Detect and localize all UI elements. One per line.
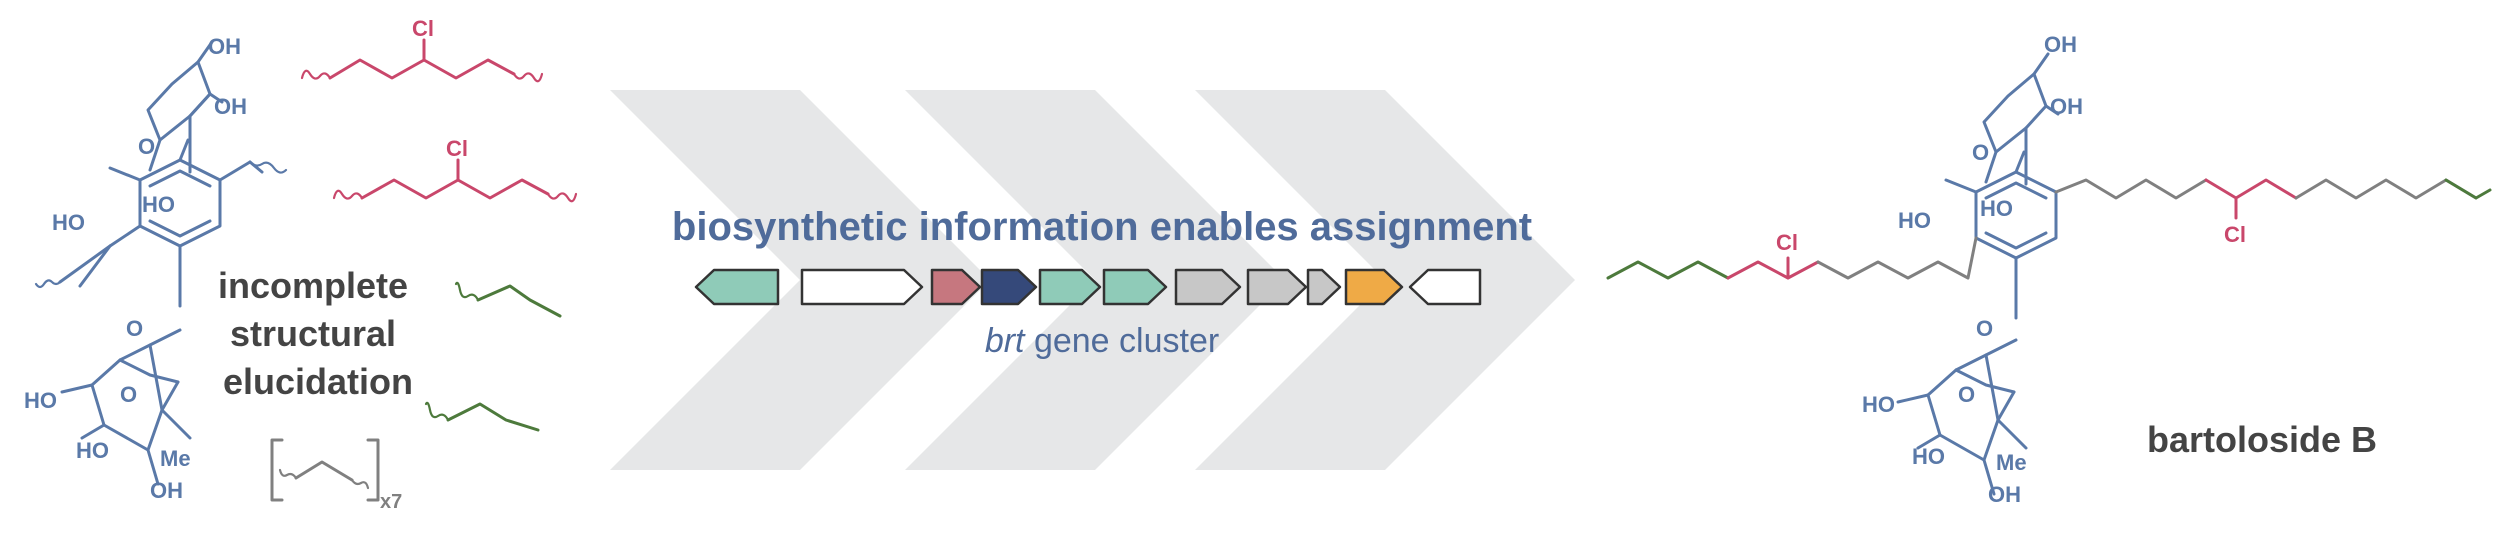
right-core-bonds — [1896, 52, 2060, 496]
left-bottom-ho-1: HO — [24, 388, 57, 413]
right-top-oh-1: OH — [2044, 32, 2077, 57]
gene-arrow — [1174, 268, 1242, 306]
chevron-2 — [905, 90, 1285, 470]
right-left-chain — [1606, 236, 1978, 280]
left-caption-line-2: structural — [230, 313, 396, 354]
gene-arrow — [1306, 268, 1342, 306]
left-caption-line-3: elucidation — [223, 361, 413, 402]
left-caption-line-1: incomplete — [218, 265, 408, 306]
left-ring-ho-2: HO — [142, 192, 175, 217]
gene-arrow — [694, 268, 780, 306]
right-bottom-ho-2: HO — [1912, 444, 1945, 469]
left-top-oh-2: OH — [214, 94, 247, 119]
left-alkyl-fragments — [446, 284, 562, 432]
right-bottom-ho-1: HO — [1862, 392, 1895, 417]
left-cl-1: Cl — [412, 16, 434, 41]
right-right-chain — [2054, 178, 2492, 220]
right-cl-1: Cl — [1776, 230, 1798, 255]
center-headline: biosynthetic information enables assignm… — [672, 205, 1532, 249]
left-repeat-unit — [270, 438, 380, 502]
right-top-ring-o: O — [1972, 140, 1989, 165]
left-top-ring-o: O — [138, 134, 155, 159]
gene-arrow — [1246, 268, 1308, 306]
left-alkyl-wavy-ends — [424, 281, 480, 422]
left-ring-ho-1: HO — [52, 210, 85, 235]
gene-arrow — [1102, 268, 1168, 306]
right-top-oh-2: OH — [2050, 94, 2083, 119]
left-caption: incomplete structural elucidation — [218, 265, 418, 402]
chevron-1 — [610, 90, 990, 470]
left-bottom-ring-o: O — [120, 382, 137, 407]
left-chloro-fragments — [328, 38, 550, 200]
left-core-wavy-ends — [34, 160, 288, 289]
gene-arrow — [800, 268, 924, 306]
compound-name: bartoloside B — [2147, 419, 2377, 460]
left-link-o: O — [126, 316, 143, 341]
right-structure — [1606, 52, 2492, 496]
left-atom-labels: OH OH O HO HO O O HO HO Me OH Cl Cl x7 — [24, 16, 468, 513]
left-cl-2: Cl — [446, 136, 468, 161]
left-structure — [34, 38, 578, 502]
gene-arrow — [1038, 268, 1102, 306]
gene-arrow — [1408, 268, 1482, 306]
left-top-oh-1: OH — [208, 34, 241, 59]
gene-cluster-caption: brt gene cluster — [985, 322, 1219, 360]
right-ring-ho-2: HO — [1980, 196, 2013, 221]
left-repeat-multiplier: x7 — [380, 491, 402, 513]
right-bottom-ring-o: O — [1958, 382, 1975, 407]
gene-cluster — [694, 268, 1482, 306]
left-bottom-oh: OH — [150, 478, 183, 503]
left-me: Me — [160, 446, 191, 471]
gene-cluster-suffix: gene cluster — [1025, 322, 1220, 360]
right-bottom-oh: OH — [1988, 482, 2021, 507]
gene-cluster-name: brt — [985, 322, 1026, 360]
left-core-bonds — [58, 40, 264, 486]
right-me: Me — [1996, 450, 2027, 475]
right-link-o: O — [1976, 316, 1993, 341]
gene-arrow — [980, 268, 1038, 306]
right-ring-ho-1: HO — [1898, 208, 1931, 233]
process-chevrons — [610, 90, 1575, 470]
left-chloro-wavy-ends — [300, 69, 578, 203]
gene-arrow — [1344, 268, 1404, 306]
gene-arrow — [930, 268, 982, 306]
right-atom-labels: OH OH O HO HO O O HO HO Me OH Cl Cl — [1776, 32, 2246, 507]
right-cl-2: Cl — [2224, 222, 2246, 247]
left-bottom-ho-2: HO — [76, 438, 109, 463]
